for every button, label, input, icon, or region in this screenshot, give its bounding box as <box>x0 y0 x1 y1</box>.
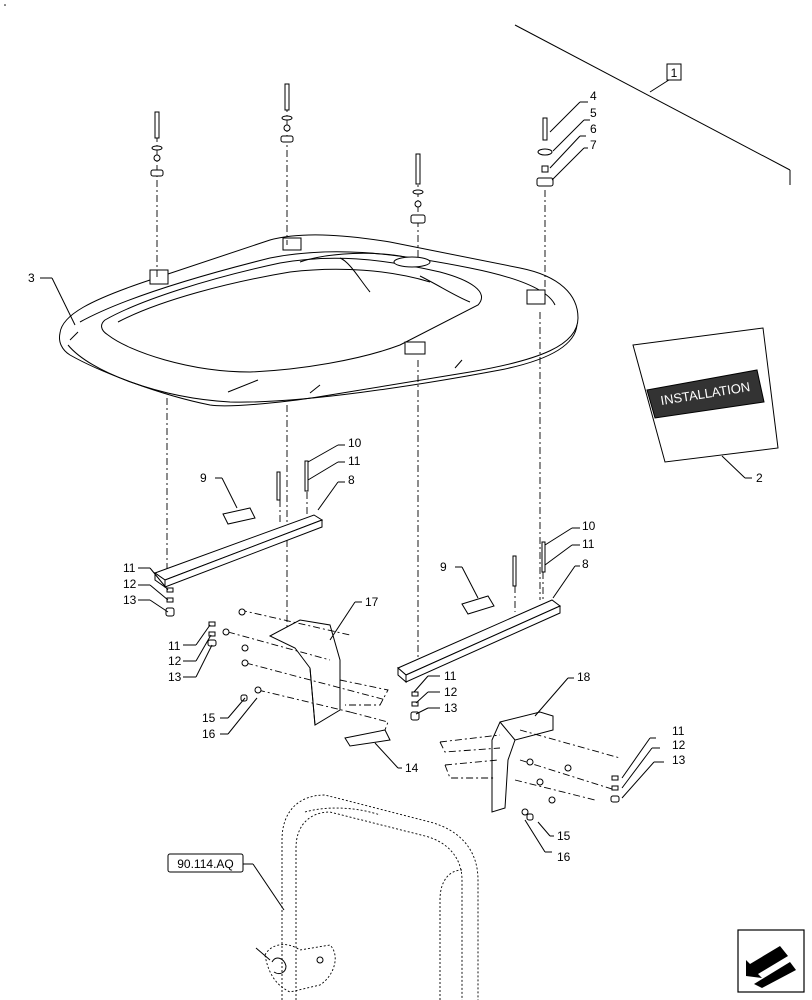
callout-8b: 8 <box>582 557 589 571</box>
assembly-ref-box <box>666 63 682 81</box>
callout-12a: 12 <box>123 577 137 591</box>
callout-11b: 11 <box>123 561 136 575</box>
callout-9b: 9 <box>440 560 447 574</box>
installation-manual: INSTALLATION <box>632 327 779 463</box>
callout-8a: 8 <box>348 473 355 487</box>
callout-16b: 16 <box>557 850 571 864</box>
assembly-bracket: 1 <box>514 24 791 185</box>
callout-15b: 15 <box>557 829 571 843</box>
callout-9a: 9 <box>200 471 207 485</box>
callout-10b: 10 <box>582 519 596 533</box>
callout-12c: 12 <box>444 685 458 699</box>
callout-14: 14 <box>405 761 419 775</box>
cross-ref-label: 90.114.AQ <box>177 857 233 871</box>
cross-ref-tag: 90.114.AQ <box>167 853 285 911</box>
left-rail-group <box>153 460 324 617</box>
callout-11f: 11 <box>672 724 685 738</box>
callout-7: 7 <box>590 138 597 152</box>
roof-shell <box>59 234 579 407</box>
callout-4: 4 <box>590 89 597 103</box>
callout-18: 18 <box>577 670 591 684</box>
callout-5: 5 <box>590 106 597 120</box>
callout-17: 17 <box>365 595 379 609</box>
callout-13c: 13 <box>444 701 458 715</box>
callout-2: 2 <box>756 471 763 485</box>
callout-10a: 10 <box>348 436 362 450</box>
callout-11c: 11 <box>168 639 181 653</box>
callout-11d: 11 <box>582 537 595 551</box>
rops-frame <box>255 794 479 1000</box>
callout-15a: 15 <box>202 711 216 725</box>
callout-12b: 12 <box>168 654 182 668</box>
corner-mark <box>4 4 6 6</box>
callout-13b: 13 <box>168 670 182 684</box>
callout-3: 3 <box>28 271 35 285</box>
callout-13d: 13 <box>672 753 686 767</box>
callout-13a: 13 <box>123 593 137 607</box>
callout-12d: 12 <box>672 738 686 752</box>
right-rail-group <box>397 541 561 721</box>
callout-11a: 11 <box>348 454 361 468</box>
callout-16a: 16 <box>202 727 216 741</box>
top-fasteners <box>150 83 554 295</box>
assembly-ref-label: 1 <box>671 66 678 80</box>
callout-11e: 11 <box>444 669 457 683</box>
left-bracket <box>207 608 391 747</box>
next-page-arrow-icon[interactable] <box>737 929 805 993</box>
callout-6: 6 <box>590 122 597 136</box>
right-bracket <box>439 711 621 821</box>
